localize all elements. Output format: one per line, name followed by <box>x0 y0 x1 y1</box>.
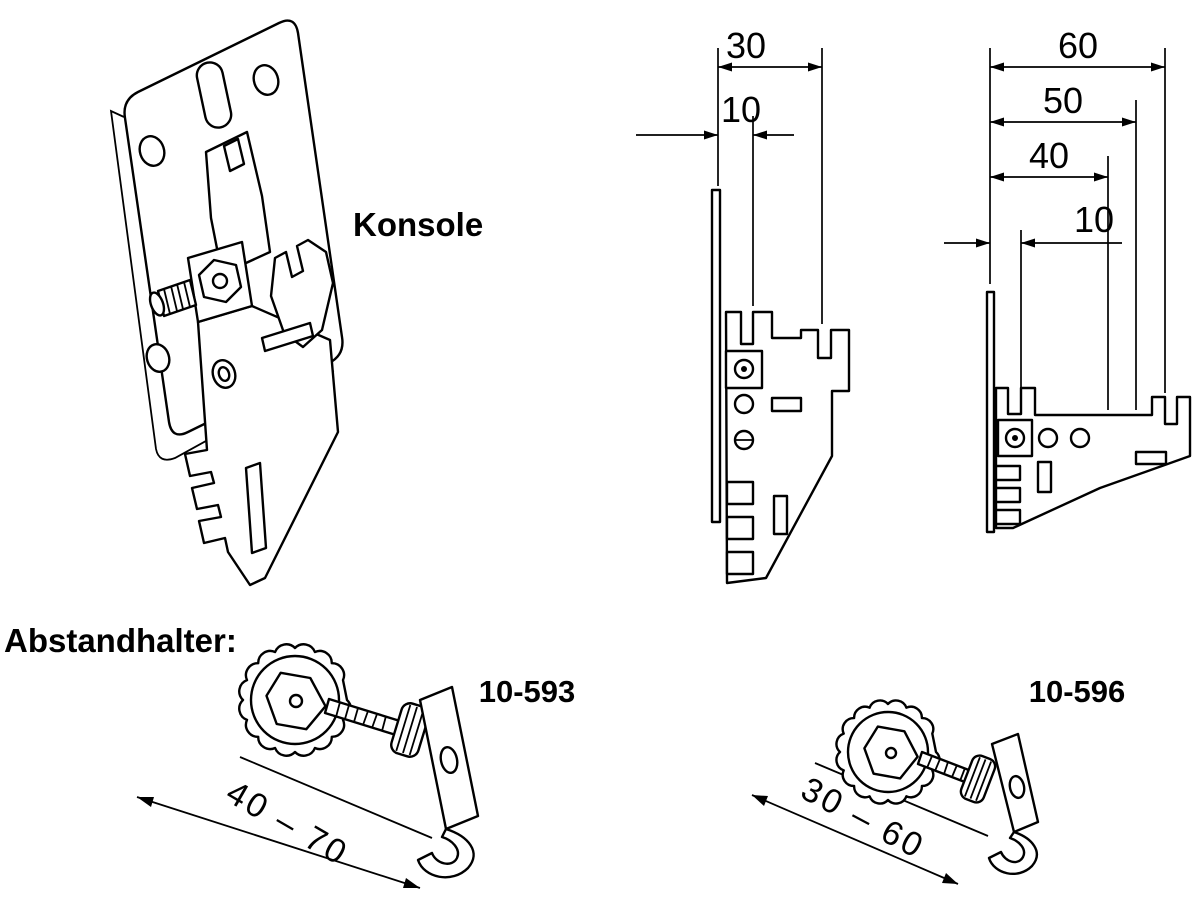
dim-60-value: 60 <box>1058 25 1098 66</box>
comb-tooth-slot <box>725 515 755 541</box>
thread-tick <box>335 701 341 718</box>
arrowhead <box>990 172 1004 182</box>
thread-tick <box>183 281 191 308</box>
part-number-10-593: 10-593 <box>479 674 576 709</box>
arrowhead <box>1122 117 1136 127</box>
bracket-middle-slot <box>260 321 315 353</box>
spacer-10-596: 30 – 60 10-596 <box>751 674 1126 885</box>
ribbed-ferrule <box>959 754 997 804</box>
dim-10-value: 10 <box>721 89 761 130</box>
plate-hole <box>252 64 280 96</box>
arrowhead <box>1151 62 1165 72</box>
dim-30-value: 30 <box>726 25 766 66</box>
arrowhead <box>704 130 718 140</box>
bracket-upper-rail <box>204 130 272 276</box>
thread-tick <box>362 710 369 726</box>
thread-tick <box>934 758 941 772</box>
clamp-screw-center <box>1012 435 1018 441</box>
arrowhead <box>718 62 732 72</box>
comb-tooth-slot <box>725 550 755 576</box>
thread-tick <box>163 288 171 315</box>
arrowhead <box>990 62 1004 72</box>
ferrule-rib <box>964 756 981 797</box>
thread-tick <box>381 715 387 732</box>
konsole-side-view-30: 30 10 <box>636 25 851 585</box>
screw-thread-ticks <box>163 281 191 315</box>
arrowhead <box>752 795 768 806</box>
clamp-screw-center <box>741 366 747 372</box>
ferrule-rib <box>408 708 425 756</box>
comb-tooth-slot <box>994 464 1022 482</box>
thread-tick <box>959 767 966 782</box>
wheel-center-bore <box>884 746 898 760</box>
nut-bore <box>211 272 229 290</box>
plate-hole <box>145 343 171 373</box>
comb-tooth-slot <box>994 508 1022 526</box>
clip-hook <box>987 830 1038 876</box>
screw-tip <box>148 291 166 317</box>
panel-edge-line <box>239 756 433 839</box>
thread-tick <box>926 755 933 769</box>
arrowhead <box>990 117 1004 127</box>
thread-tick <box>176 283 184 310</box>
part-number-10-596: 10-596 <box>1029 674 1126 709</box>
rod-thread-ticks <box>926 755 966 782</box>
arrowhead <box>753 130 767 140</box>
wheel-center-bore <box>288 693 304 709</box>
profile-slot-horizontal <box>1134 450 1168 466</box>
thread-tick <box>353 707 359 723</box>
panel-edge-line <box>751 794 959 885</box>
arrowhead <box>403 878 420 888</box>
arrowhead <box>137 797 154 807</box>
clamp-range-label: 40 – 70 <box>220 773 355 873</box>
profile-slot-vertical <box>1036 460 1053 494</box>
rail-top-notch <box>222 137 246 173</box>
panel-plane: 40 – 70 <box>136 756 433 889</box>
profile-hole <box>1069 427 1091 449</box>
thread-tick <box>943 761 949 775</box>
profile-hole <box>733 393 755 415</box>
konsole-label: Konsole <box>353 206 483 243</box>
dim-50-value: 50 <box>1043 80 1083 121</box>
plate-slot-hole <box>195 61 233 129</box>
panel-edge-line <box>136 796 421 889</box>
plate-hole <box>138 135 166 167</box>
spacer-10-593: 40 – 70 10-593 <box>136 643 576 889</box>
ribbed-ferrule <box>390 702 430 758</box>
wall-plate-edge <box>710 188 722 524</box>
konsole-side-view-60: 60 50 40 10 <box>944 25 1192 534</box>
ferrule-rib <box>969 759 987 799</box>
dimensions-30: 30 10 <box>636 25 823 324</box>
dim-10-value: 10 <box>1074 199 1114 240</box>
thread-tick <box>344 704 350 720</box>
clip-hole <box>439 745 459 775</box>
abstandhalter-label: Abstandhalter: <box>4 622 237 659</box>
comb-tooth-slot <box>725 480 755 506</box>
konsole-isometric-view: Konsole <box>109 19 483 587</box>
ferrule-rib <box>395 704 412 752</box>
profile-slot-horizontal <box>770 396 803 413</box>
profile-hole <box>1037 427 1059 449</box>
thread-tick <box>371 713 378 729</box>
arrowhead <box>976 238 990 248</box>
clip-hole <box>1008 774 1026 800</box>
rod-thread-ticks <box>335 701 387 732</box>
plate-thickness-edge <box>109 109 335 461</box>
dim-40-value: 40 <box>1029 135 1069 176</box>
wall-plate-edge <box>985 290 996 534</box>
bracket-rivet-inner <box>217 365 231 383</box>
arrowhead <box>1021 238 1035 248</box>
thread-tick <box>951 764 958 778</box>
dimensions-60: 60 50 40 10 <box>944 25 1166 410</box>
arrowhead <box>942 873 958 884</box>
ferrule-rib <box>975 761 992 802</box>
comb-tooth-slot <box>994 486 1022 504</box>
clip-hook <box>416 827 475 879</box>
bracket-vertical-slot <box>244 461 268 555</box>
thread-tick <box>170 285 178 312</box>
ferrule-rib <box>402 706 418 754</box>
profile-slot-vertical <box>772 494 789 536</box>
arrowhead <box>1094 172 1108 182</box>
arrowhead <box>808 62 822 72</box>
